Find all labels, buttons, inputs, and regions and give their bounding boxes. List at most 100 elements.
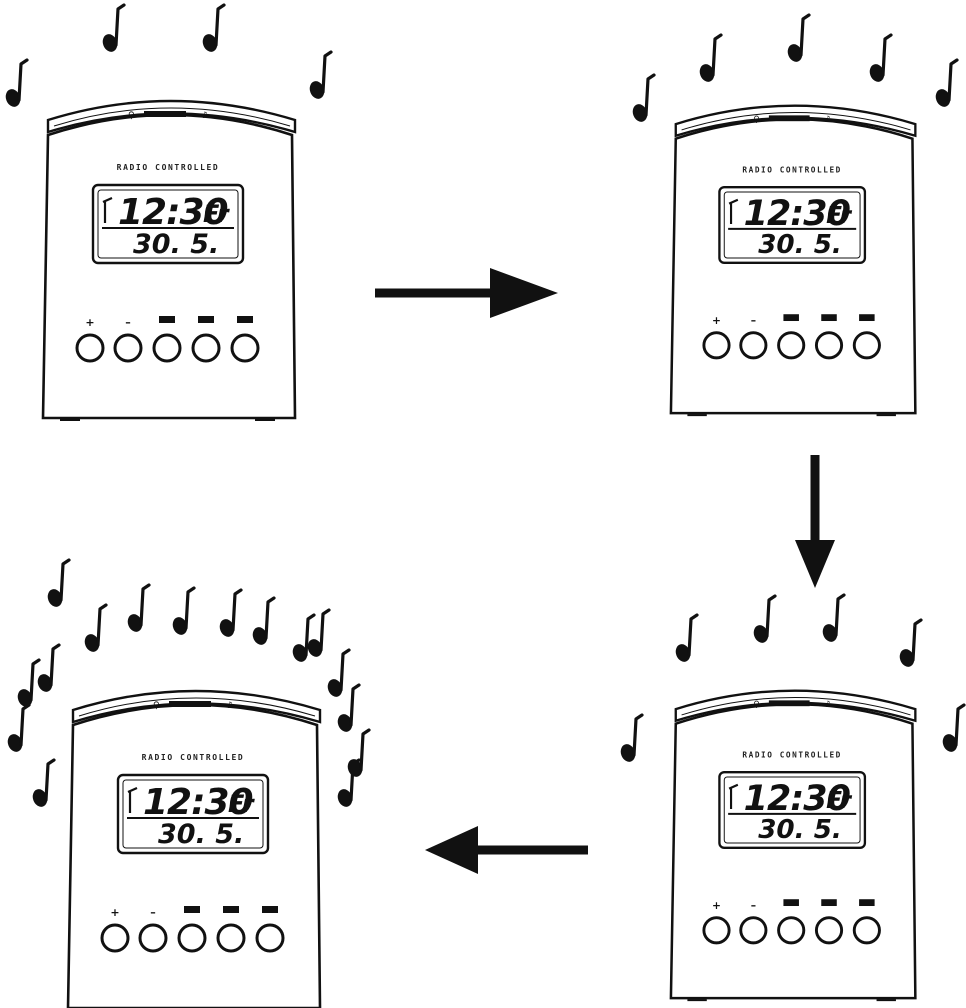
lcd-time: 12:30 — [143, 782, 253, 823]
music-note-icon — [323, 648, 351, 701]
clock-button-glyph — [184, 906, 200, 913]
antenna-icon: ⚲ — [753, 700, 759, 710]
clock-button: – — [113, 316, 143, 363]
lcd-weekday: Fr — [228, 790, 256, 818]
music-note-icon — [895, 618, 923, 671]
clock-button: + — [702, 899, 731, 945]
clock-button — [852, 899, 881, 945]
brand-logo — [169, 701, 211, 707]
clock-button-glyph — [859, 314, 875, 322]
clock-button-glyph — [237, 316, 253, 323]
music-note-icon — [288, 613, 316, 666]
clock-button — [852, 314, 881, 360]
clock-button — [777, 314, 806, 360]
arrow-down-icon — [795, 455, 835, 588]
lcd-date: 30. 5. — [158, 819, 244, 850]
clock-button-label: + — [110, 906, 119, 919]
lcd-display — [116, 773, 270, 855]
signal-icon — [728, 198, 739, 225]
music-note-icon — [198, 3, 226, 56]
music-note-icon — [168, 586, 196, 639]
lcd-date: 30. 5. — [758, 815, 842, 845]
clock-button-label: + — [712, 899, 721, 912]
clock-button-glyph — [198, 316, 214, 323]
clock-button-label: – — [150, 906, 156, 919]
clock-button: + — [702, 314, 731, 360]
clock-button — [777, 899, 806, 945]
music-note-icon — [33, 643, 61, 696]
lcd-display — [718, 185, 867, 264]
brand-label: RADIO CONTROLLED — [117, 163, 220, 172]
music-note-icon — [80, 603, 108, 656]
antenna-icon: ⚲ — [753, 115, 759, 125]
clock-button-label: + — [85, 316, 94, 329]
clock-button: – — [138, 906, 168, 953]
lcd-weekday: Fr — [826, 202, 852, 229]
music-note-icon — [818, 593, 846, 646]
music-note-icon — [616, 713, 644, 766]
music-note-icon — [695, 33, 723, 86]
clock-button-glyph — [821, 314, 837, 322]
clock-button — [191, 316, 221, 363]
music-note-icon — [305, 50, 333, 103]
lcd-display — [718, 770, 867, 849]
signal-icon — [127, 786, 138, 813]
clock-button-glyph — [821, 899, 837, 907]
music-note-icon — [783, 13, 811, 66]
clock-button: – — [739, 314, 768, 360]
lcd-time: 12:30 — [118, 192, 228, 233]
bell-icon: ♪ — [227, 701, 233, 711]
clock-button — [152, 316, 182, 363]
lcd-time: 12:30 — [744, 194, 851, 234]
clock-button-label: – — [751, 314, 756, 327]
clock-body — [41, 113, 297, 420]
music-note-icon — [13, 658, 41, 711]
clock-button-label: – — [125, 316, 131, 329]
clock-body — [66, 703, 322, 1008]
music-note-icon — [28, 758, 56, 811]
lcd-display — [91, 183, 245, 265]
clock-button — [814, 899, 844, 945]
clock-button-glyph — [859, 899, 875, 907]
clock-button-label: + — [712, 314, 721, 327]
music-note-icon — [248, 596, 276, 649]
music-note-icon — [938, 703, 966, 756]
brand-logo — [768, 700, 810, 707]
lcd-weekday: Fr — [826, 787, 852, 814]
signal-icon — [102, 196, 113, 223]
music-note-icon — [628, 73, 656, 126]
clock-button-glyph — [783, 899, 799, 907]
brand-label: RADIO CONTROLLED — [742, 751, 842, 760]
bell-icon: ♪ — [825, 700, 831, 710]
music-note-icon — [1, 58, 29, 111]
clock-button: – — [739, 899, 768, 945]
music-note-icon — [931, 58, 959, 111]
clock-body — [669, 702, 917, 1000]
clock-button-glyph — [223, 906, 239, 913]
music-note-icon — [3, 703, 31, 756]
antenna-icon: ⚲ — [153, 701, 160, 711]
clock-button-glyph — [159, 316, 175, 323]
lcd-weekday: Fr — [203, 200, 231, 228]
brand-label: RADIO CONTROLLED — [742, 166, 842, 175]
clock-button-label: – — [751, 899, 756, 912]
lcd-date: 30. 5. — [758, 230, 842, 260]
music-note-icon — [749, 594, 777, 647]
clock-button — [177, 906, 207, 953]
clock-button — [216, 906, 246, 953]
bell-icon: ♪ — [825, 115, 831, 125]
antenna-icon: ⚲ — [128, 111, 135, 121]
clock-button: + — [75, 316, 105, 363]
clock-button — [255, 906, 285, 953]
brand-logo — [768, 115, 810, 122]
clock-button — [814, 314, 844, 360]
music-note-icon — [865, 33, 893, 86]
signal-icon — [728, 783, 739, 810]
lcd-date: 30. 5. — [133, 229, 219, 260]
clock-button: + — [100, 906, 130, 953]
